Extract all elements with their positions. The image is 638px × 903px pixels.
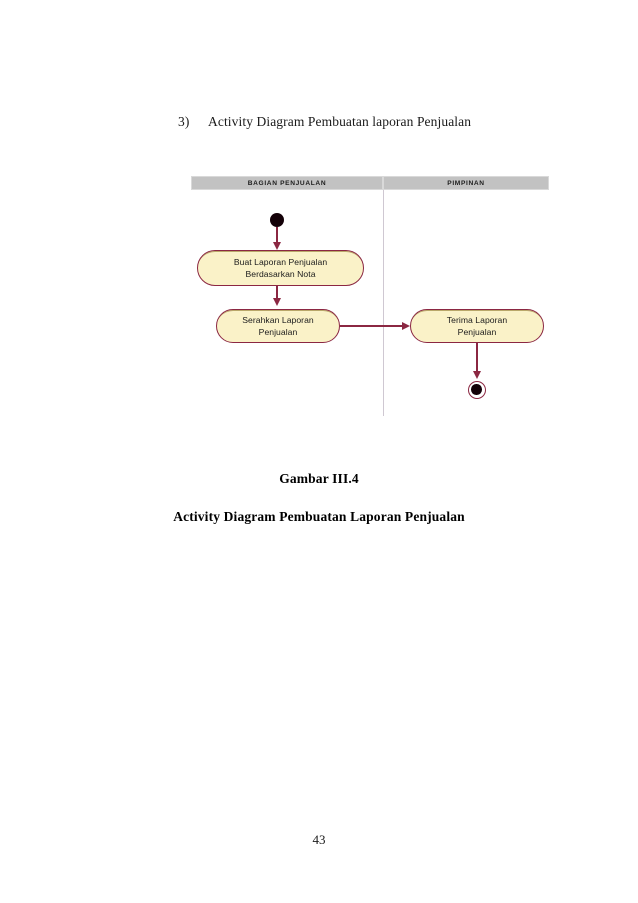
activity-node-terima-laporan-penjualan: Terima Laporan Penjualan: [410, 309, 544, 343]
final-node-core: [471, 384, 482, 395]
swimlane-label-bagian-penjualan: BAGIAN PENJUALAN: [247, 179, 327, 187]
edge-buat-laporan-to-serahkan-laporan: [276, 286, 278, 300]
caption-title: Gambar III.4: [279, 471, 359, 486]
initial-node-icon: [270, 213, 284, 227]
edge-terima-laporan-to-final: [476, 343, 478, 373]
activity-label-line1: Serahkan Laporan: [242, 314, 314, 325]
figure-caption: Gambar III.4 Activity Diagram Pembuatan …: [0, 464, 638, 532]
heading-text: Activity Diagram Pembuatan laporan Penju…: [208, 114, 472, 129]
activity-diagram: BAGIAN PENJUALAN PIMPINAN Buat Laporan P…: [191, 176, 549, 420]
final-node-icon: [468, 381, 486, 399]
activity-node-buat-laporan-penjualan: Buat Laporan Penjualan Berdasarkan Nota: [197, 250, 364, 286]
edge-serahkan-laporan-to-terima-laporan: [340, 325, 404, 327]
edge-initial-to-buat-laporan: [276, 227, 278, 244]
arrowhead-down-icon: [273, 242, 281, 250]
arrowhead-right-icon: [402, 322, 410, 330]
page-heading: 3) Activity Diagram Pembuatan laporan Pen…: [178, 114, 471, 130]
activity-label-line1: Buat Laporan Penjualan: [233, 256, 328, 267]
swimlane-label-pimpinan: PIMPINAN: [447, 179, 485, 187]
activity-label-line2: Penjualan: [258, 327, 298, 337]
activity-node-serahkan-laporan-penjualan: Serahkan Laporan Penjualan: [216, 309, 340, 343]
activity-label-line2: Penjualan: [457, 327, 497, 337]
arrowhead-down-icon: [273, 298, 281, 306]
arrowhead-down-icon: [473, 371, 481, 379]
swimlane-divider: [383, 190, 384, 416]
swimlane-header-pimpinan: PIMPINAN: [383, 176, 549, 190]
activity-label-line2: Berdasarkan Nota: [245, 269, 316, 279]
heading-number: 3): [178, 114, 190, 129]
swimlane-header-bagian-penjualan: BAGIAN PENJUALAN: [191, 176, 383, 190]
page-number: 43: [312, 832, 326, 847]
activity-label-line1: Terima Laporan: [446, 314, 508, 325]
caption-subtitle: Activity Diagram Pembuatan Laporan Penju…: [173, 509, 465, 524]
